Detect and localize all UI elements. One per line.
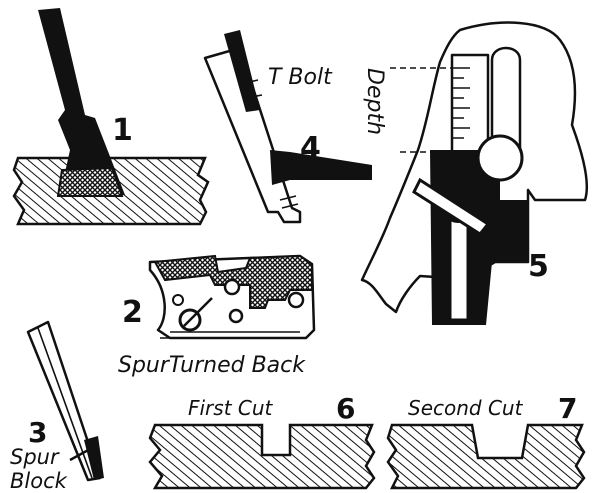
fig7-number: 7	[558, 392, 577, 425]
fig2-screw-hole	[223, 278, 241, 296]
fig2-screw-hole	[172, 294, 184, 306]
fig5-number: 5	[528, 249, 549, 284]
fig6-number: 6	[336, 392, 355, 425]
fig3-caption-line2: Block	[10, 469, 68, 493]
fig3-spur-block	[84, 436, 104, 480]
figure-5: Depth 5	[360, 21, 589, 325]
fig2-base-line	[160, 331, 305, 339]
fig5-gauge-ticks	[452, 67, 470, 139]
fig4-slot-mark	[239, 79, 299, 209]
fig2-caption: SpurTurned Back	[118, 353, 306, 378]
figure-7: Second Cut 7	[386, 392, 586, 490]
fig5-thumb-screw	[476, 134, 524, 182]
fig1-cutter-blade	[38, 8, 125, 195]
fig2-plane-body	[148, 254, 316, 340]
fig6-caption: First Cut	[188, 396, 274, 420]
fig2-screw-hole	[287, 291, 305, 309]
fig5-depth-rod	[490, 46, 522, 162]
fig4-caption: T Bolt	[268, 65, 333, 90]
figure-2: 2 SpurTurned Back	[118, 254, 316, 378]
fig2-number: 2	[122, 295, 143, 330]
fig7-caption: Second Cut	[408, 396, 524, 420]
figure-4: T Bolt 4	[203, 30, 372, 224]
fig7-wood-block	[386, 423, 586, 490]
fig5-caption: Depth	[362, 68, 387, 135]
fig3-pointer	[69, 446, 93, 462]
figure-3: 3 Spur Block	[10, 320, 104, 493]
fig4-number: 4	[300, 131, 321, 166]
fig1-cut-area	[56, 166, 124, 197]
fig2-spur-arm	[183, 297, 213, 327]
fig4-cutter-edge	[224, 30, 260, 112]
figure-6: First Cut 6	[148, 392, 376, 490]
fig5-depth-dashes	[390, 67, 452, 153]
fig3-number: 3	[28, 416, 47, 449]
fig2-screw-hole	[228, 308, 244, 324]
fig4-cutter-tip	[270, 150, 372, 185]
fig1-number: 1	[112, 113, 133, 148]
fig6-wood-block	[148, 423, 376, 490]
fig3-caption-line1: Spur	[10, 445, 60, 469]
fig5-wing-lever	[412, 177, 491, 236]
fig5-plane-body	[360, 21, 589, 314]
figure-1: 1	[12, 8, 210, 226]
